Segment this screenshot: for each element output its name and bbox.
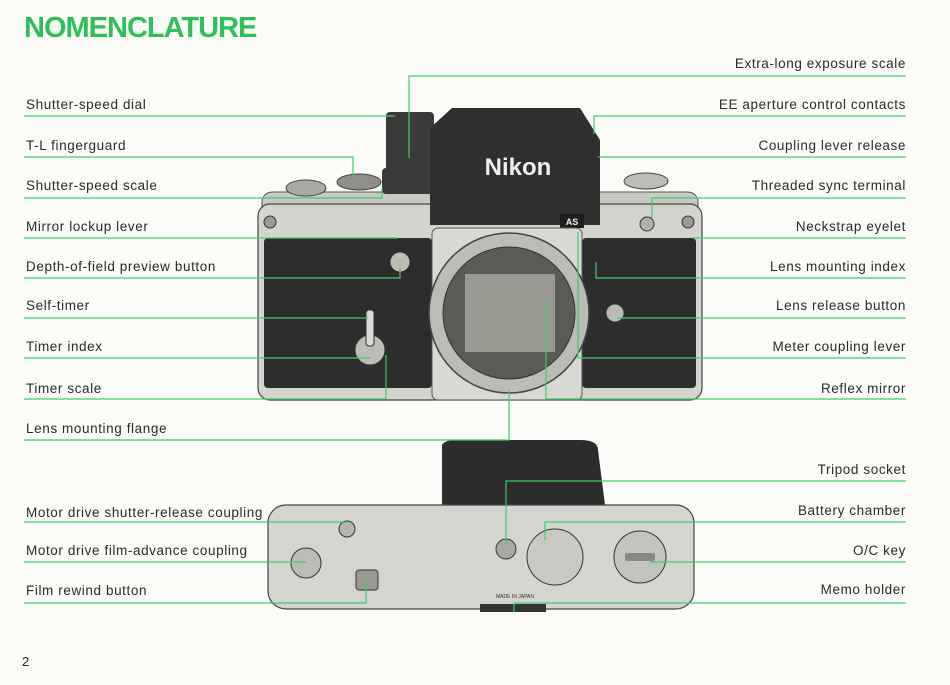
- label-motor-drive-shutter-release: Motor drive shutter-release coupling: [26, 505, 263, 520]
- shutter-release-coupling: [338, 520, 356, 538]
- label-dof-preview-button: Depth-of-field preview button: [26, 259, 216, 274]
- label-timer-scale: Timer scale: [26, 381, 102, 396]
- label-tripod-socket: Tripod socket: [817, 462, 906, 477]
- label-reflex-mirror: Reflex mirror: [820, 381, 906, 396]
- made-in-stamp: MADE IN JAPAN: [496, 594, 534, 600]
- camera-front-view: Nikon AS: [257, 108, 703, 401]
- label-threaded-sync-terminal: Threaded sync terminal: [751, 178, 906, 193]
- leatherette-right: [582, 238, 696, 388]
- neckstrap-eyelet: [681, 215, 695, 229]
- label-coupling-lever-release: Coupling lever release: [758, 138, 906, 153]
- label-neckstrap-eyelet: Neckstrap eyelet: [795, 219, 906, 234]
- label-mirror-lockup-lever: Mirror lockup lever: [26, 219, 149, 234]
- finder-badge: AS: [566, 217, 579, 227]
- label-lens-release-button: Lens release button: [776, 298, 906, 313]
- label-lens-mounting-index: Lens mounting index: [770, 259, 906, 274]
- battery-chamber: [526, 528, 584, 586]
- film-rewind-button: [355, 569, 379, 591]
- leader-lines: [24, 75, 906, 612]
- label-oc-key: O/C key: [853, 543, 906, 558]
- label-tl-fingerguard: T-L fingerguard: [26, 138, 127, 153]
- shutter-speed-scale: [382, 168, 434, 194]
- page-title: NOMENCLATURE: [24, 12, 257, 44]
- label-shutter-speed-dial: Shutter-speed dial: [26, 97, 147, 112]
- label-extra-long-exposure-scale: Extra-long exposure scale: [734, 56, 906, 71]
- memo-holder: [480, 604, 546, 612]
- leatherette-left: [264, 238, 432, 388]
- page-number: 2: [22, 654, 30, 669]
- film-advance-coupling: [290, 547, 322, 579]
- label-timer-index: Timer index: [26, 339, 103, 354]
- label-shutter-speed-scale: Shutter-speed scale: [26, 178, 158, 193]
- sync-terminal: [639, 216, 655, 232]
- label-self-timer: Self-timer: [26, 298, 90, 313]
- label-meter-coupling-lever: Meter coupling lever: [772, 339, 906, 354]
- brand-logo: Nikon: [485, 154, 552, 181]
- label-ee-aperture-contacts: EE aperture control contacts: [718, 97, 906, 112]
- label-film-rewind-button: Film rewind button: [26, 583, 148, 598]
- label-lens-mounting-flange: Lens mounting flange: [26, 421, 168, 436]
- label-motor-drive-film-advance: Motor drive film-advance coupling: [26, 543, 248, 558]
- camera-bottom-view: MADE IN JAPAN: [267, 440, 695, 612]
- label-memo-holder: Memo holder: [820, 582, 906, 597]
- lens-release-button: [605, 303, 625, 323]
- reflex-mirror: [465, 274, 555, 352]
- label-battery-chamber: Battery chamber: [797, 503, 906, 518]
